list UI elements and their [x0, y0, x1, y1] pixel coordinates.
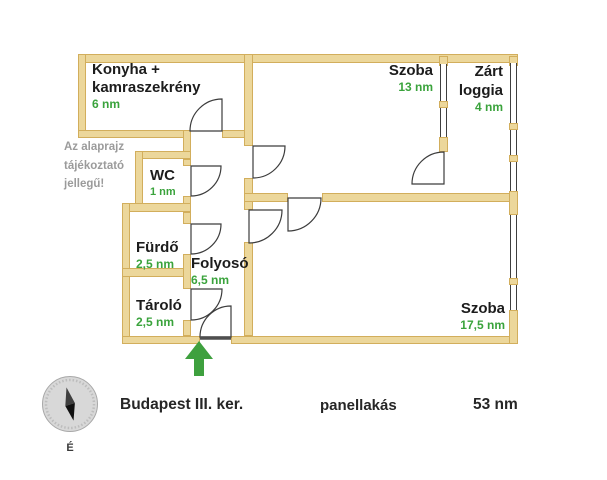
footer-location: Budapest III. ker. [120, 396, 244, 413]
window-tick [509, 278, 518, 285]
wall-loggia-divider-mid [439, 137, 448, 152]
room-name: loggia [458, 82, 503, 99]
window-large-room-right [510, 215, 517, 310]
wall-bathroom-right-mid [183, 254, 191, 289]
wall-outer-right-bottom [509, 310, 518, 344]
room-size: 2,5 nm [136, 315, 175, 329]
disclaimer-line: tájékoztató [64, 159, 125, 172]
room-label-bathroom: Fürdő 2,5 nm [136, 239, 179, 271]
room-size: 17,5 nm [460, 318, 505, 332]
room-name: WC [150, 167, 175, 184]
door-arc-bathroom [190, 223, 222, 255]
door-arc-loggia [411, 151, 445, 185]
room-size: 1 nm [150, 186, 176, 198]
door-arc-small-room [252, 145, 286, 179]
wall-outer-bottom-right [231, 336, 518, 344]
compass: É [42, 376, 98, 454]
compass-needle-icon [65, 387, 75, 421]
needle-north-half [65, 387, 75, 407]
entrance-arrow-icon [185, 341, 213, 376]
window-room-loggia-divider [440, 64, 447, 137]
needle-south-half [65, 402, 75, 421]
room-name: kamraszekrény [92, 79, 201, 96]
door-arc-storage [190, 288, 223, 321]
wall-storage-right-lower [183, 320, 191, 336]
wall-kitchen-room-divider [244, 54, 253, 146]
room-name: Konyha + [92, 61, 160, 78]
wall-wc-right-upper [183, 159, 191, 166]
wall-wc-top [135, 151, 191, 159]
door-arc-rooms-connecting [287, 197, 322, 232]
wall-outer-bottom-left [122, 336, 200, 344]
compass-north-label: É [66, 441, 73, 454]
room-label-large-room: Szoba 17,5 nm [425, 300, 505, 332]
room-name: Szoba [460, 300, 505, 317]
disclaimer-line: Az alaprajz [64, 141, 125, 153]
room-name: Fürdő [136, 239, 179, 256]
room-label-kitchen: Konyha + kamraszekrény 6 nm [92, 61, 200, 111]
disclaimer-text: Az alaprajz tájékoztató jellegű! [64, 138, 124, 194]
room-name: Tároló [136, 297, 182, 314]
room-label-small-room: Szoba 13 nm [353, 62, 433, 94]
window-tick [509, 155, 518, 162]
wall-corridor-left [244, 193, 288, 202]
room-label-wc: WC 1 nm [150, 167, 176, 199]
door-arc-entrance [199, 305, 232, 338]
room-size: 2,5 nm [136, 257, 175, 271]
room-size: 6 nm [92, 97, 121, 111]
footer-property-type: panellakás [320, 397, 397, 414]
wall-outer-right-mid [509, 191, 518, 215]
door-arc-wc [190, 165, 222, 197]
room-label-storage: Tároló 2,5 nm [136, 297, 182, 329]
room-name: Szoba [388, 62, 433, 79]
window-tick [439, 101, 448, 108]
room-size: 13 nm [398, 80, 433, 94]
room-name: Zárt [474, 63, 503, 80]
disclaimer-line: jellegű! [64, 178, 105, 190]
door-arc-large-room [248, 209, 283, 244]
room-label-loggia: Zárt loggia 4 nm [433, 62, 503, 114]
room-name: Folyosó [191, 255, 249, 272]
footer-total-area: 53 nm [473, 396, 518, 413]
room-size: 6,5 nm [191, 273, 230, 287]
wall-bathroom-right-upper [183, 212, 191, 224]
compass-ticks [44, 378, 96, 430]
wall-corridor-right [322, 193, 510, 202]
room-label-hallway: Folyosó 6,5 nm [191, 255, 249, 287]
room-size: 4 nm [474, 100, 503, 114]
wall-outer-left-kitchen [78, 54, 86, 138]
window-tick [509, 123, 518, 130]
wall-bathroom-top [122, 203, 191, 212]
wall-kitchen-bottom [78, 130, 191, 138]
